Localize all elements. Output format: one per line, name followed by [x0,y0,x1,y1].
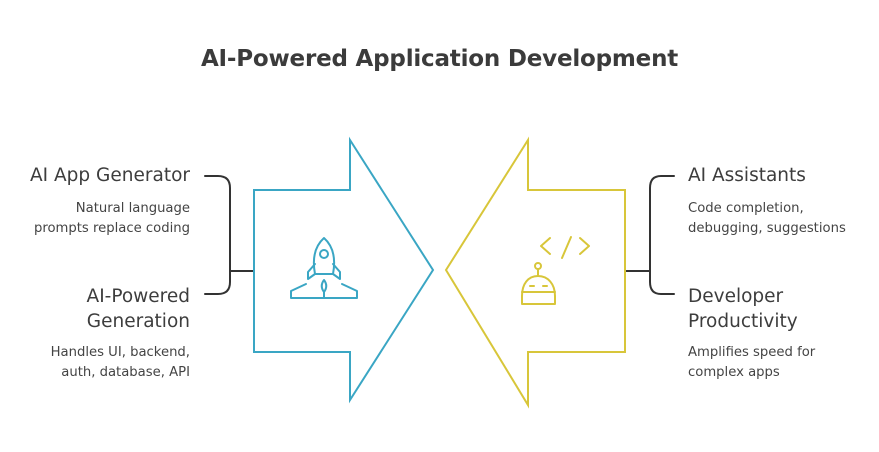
right-arrow-shape [444,136,626,409]
robot-code-icon [521,236,590,305]
left-arrow-shape [253,136,435,404]
diagram-title: AI-Powered Application Development [200,46,679,72]
right-item-1-description: Code completion, debugging, suggestions [688,201,846,236]
right-item-2-heading: Developer Productivity [688,286,798,332]
left-bracket [204,175,255,295]
rocket-icon [290,237,358,299]
left-item-2-heading: AI-Powered Generation [86,286,190,332]
left-item-1-description: Natural language prompts replace coding [33,201,190,236]
left-item-1-heading: AI App Generator [30,165,190,186]
right-item-2-description: Amplifies speed for complex apps [688,345,816,380]
left-item-2-description: Handles UI, backend, auth, database, API [50,345,190,380]
right-bracket [624,175,675,295]
right-item-1-heading: AI Assistants [688,165,806,186]
